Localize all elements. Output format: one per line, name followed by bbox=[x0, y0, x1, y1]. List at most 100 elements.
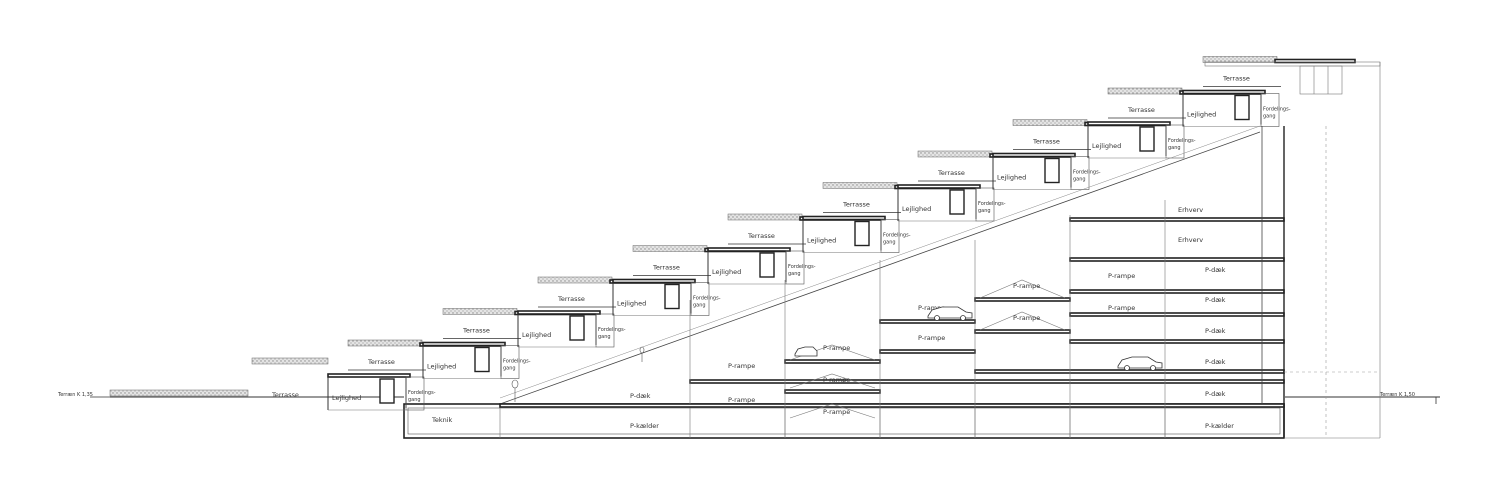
corridor-box bbox=[1260, 93, 1280, 127]
apartment-slab bbox=[327, 373, 411, 378]
window-frame bbox=[379, 378, 395, 404]
level-label-left: Terræn K 1,35 bbox=[57, 392, 93, 398]
ground-terrace-roof bbox=[109, 389, 249, 397]
parking-ramp-label: P-rampe bbox=[728, 362, 755, 370]
terrace-label: Terrasse bbox=[937, 169, 965, 177]
corridor-label: gang bbox=[1073, 177, 1086, 183]
parking-ramp-label: P-rampe bbox=[918, 304, 945, 312]
terrace-planter bbox=[1107, 87, 1183, 95]
apartment-slab bbox=[707, 247, 791, 252]
corridor-label: Fordelings- bbox=[408, 390, 436, 396]
corridor-box bbox=[975, 187, 995, 222]
corridor-label: gang bbox=[1168, 145, 1181, 151]
corridor-label: gang bbox=[978, 208, 991, 214]
corridor-label: Fordelings- bbox=[598, 327, 626, 333]
parking-ramp-label: P-rampe bbox=[918, 334, 945, 342]
window-frame bbox=[949, 189, 965, 215]
corridor-label: gang bbox=[788, 271, 801, 277]
ground-line bbox=[90, 396, 1440, 404]
window-frame bbox=[664, 283, 680, 310]
terrace-label: Terrasse bbox=[1222, 75, 1250, 83]
corridor-box bbox=[785, 250, 805, 285]
first-terrace-label: Terrasse bbox=[271, 391, 299, 399]
parking-ramp-label: P-rampe bbox=[823, 408, 850, 416]
apartment-slab bbox=[422, 341, 506, 347]
corridor-label: gang bbox=[408, 397, 421, 403]
terrace-planter bbox=[347, 339, 423, 347]
terrace-planter bbox=[822, 182, 898, 189]
parking-ramp-label: P-rampe bbox=[1013, 314, 1040, 322]
corridor-label: Fordelings- bbox=[788, 264, 816, 270]
apartment-label: Lejlighed bbox=[712, 268, 741, 276]
parking-ramp-label: P-rampe bbox=[823, 344, 850, 352]
apartment-slab bbox=[1087, 121, 1171, 126]
level-label-right: Terræn K 1,50 bbox=[1379, 392, 1415, 398]
window-frame bbox=[1044, 157, 1060, 184]
corridor-label: Fordelings- bbox=[883, 233, 911, 239]
parking-deck-label: P-dæk bbox=[1205, 296, 1226, 304]
commercial-label: Erhverv bbox=[1178, 236, 1203, 244]
apartment-label: Lejlighed bbox=[332, 394, 361, 402]
car-icon bbox=[927, 306, 973, 321]
technical-room-label: Teknik bbox=[431, 416, 453, 424]
corridor-label: Fordelings- bbox=[503, 359, 531, 365]
parking-ramp-label: P-rampe bbox=[1108, 272, 1135, 280]
terrace-planter bbox=[917, 150, 993, 158]
terrace-planter bbox=[1202, 56, 1278, 63]
person-icon bbox=[511, 379, 519, 402]
terrace-planter bbox=[727, 213, 803, 221]
terrace-label: Terrasse bbox=[652, 264, 680, 272]
basement-parking-label: P-kælder bbox=[630, 422, 659, 430]
terrace-steps: TerrasseLejlighedFordelings-gangTerrasse… bbox=[327, 56, 1356, 411]
corridor-box bbox=[595, 313, 615, 348]
corridor-label: gang bbox=[1263, 114, 1276, 120]
apartment-slab bbox=[992, 152, 1076, 158]
terrace-label: Terrasse bbox=[1032, 138, 1060, 146]
corridor-label: gang bbox=[693, 303, 706, 309]
corridor-label: Fordelings- bbox=[978, 201, 1006, 207]
parking-ramp-label: P-rampe bbox=[1013, 282, 1040, 290]
corridor-box bbox=[690, 282, 710, 316]
window-frame bbox=[569, 315, 585, 341]
parking-deck-label: P-dæk bbox=[1205, 358, 1226, 366]
corridor-box bbox=[405, 376, 425, 411]
corridor-label: gang bbox=[503, 366, 516, 372]
apartment-ceiling bbox=[1274, 58, 1356, 64]
apartment-label: Lejlighed bbox=[902, 205, 931, 213]
corridor-box bbox=[1070, 156, 1090, 190]
corridor-label: Fordelings- bbox=[693, 296, 721, 302]
parking-ramp-label: P-rampe bbox=[1108, 304, 1135, 312]
corridor-label: Fordelings- bbox=[1168, 138, 1196, 144]
window-frame bbox=[759, 252, 775, 278]
parking-ramp-label: P-rampe bbox=[728, 396, 755, 404]
corridor-label: Fordelings- bbox=[1073, 170, 1101, 176]
corridor-label: Fordelings- bbox=[1263, 107, 1291, 113]
parking-structure bbox=[499, 62, 1381, 439]
corridor-label: gang bbox=[883, 240, 896, 246]
corridor-box bbox=[1165, 124, 1185, 159]
apartment-slab bbox=[802, 215, 886, 221]
apartment-label: Lejlighed bbox=[807, 237, 836, 245]
apartment-slab bbox=[517, 310, 601, 315]
person-icon bbox=[639, 346, 645, 362]
terrace-planter bbox=[537, 276, 613, 284]
terrace-label: Terrasse bbox=[1127, 106, 1155, 114]
basement-parking-label-right: P-kælder bbox=[1205, 422, 1234, 430]
apartment-slab bbox=[612, 278, 696, 284]
window-frame bbox=[1139, 126, 1155, 152]
corridor-label: gang bbox=[598, 334, 611, 340]
car-icon bbox=[794, 346, 818, 357]
parking-deck-label: P-dæk bbox=[630, 392, 651, 400]
rooftop-frame bbox=[1204, 61, 1381, 95]
window-frame bbox=[1234, 94, 1250, 121]
terrace-planter bbox=[442, 308, 518, 315]
terrace-planter bbox=[251, 357, 329, 365]
apartment-slab bbox=[1182, 89, 1266, 95]
terrace-label: Terrasse bbox=[842, 201, 870, 209]
apartment-label: Lejlighed bbox=[1092, 142, 1121, 150]
corridor-box bbox=[500, 345, 520, 379]
parking-deck-label: P-dæk bbox=[1205, 390, 1226, 398]
apartment-label: Lejlighed bbox=[1187, 111, 1216, 119]
terrace-label: Terrasse bbox=[367, 358, 395, 366]
